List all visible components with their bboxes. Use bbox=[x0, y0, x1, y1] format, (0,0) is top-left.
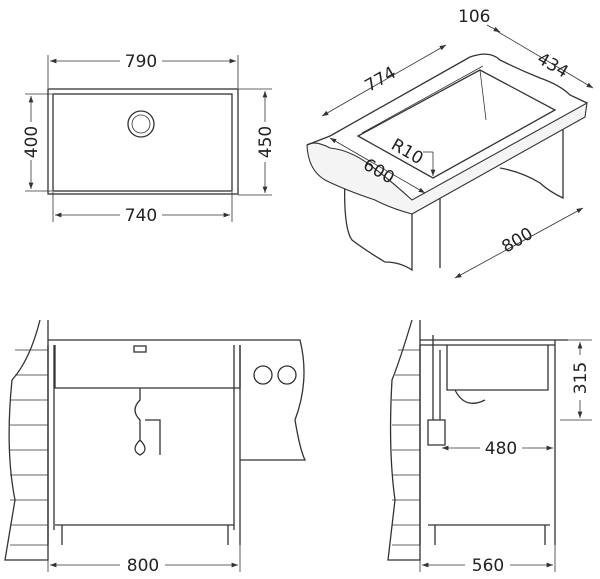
dim-800-front: 800 bbox=[127, 556, 159, 576]
isometric-view: 774 434 106 R10 600 800 bbox=[306, 7, 594, 279]
drain-icon bbox=[127, 110, 155, 138]
dim-560: 560 bbox=[472, 556, 504, 576]
dim-315: 315 bbox=[571, 362, 591, 394]
top-view: 790 740 400 450 bbox=[22, 52, 276, 226]
dim-450: 450 bbox=[256, 126, 276, 158]
dim-800-iso: 800 bbox=[498, 224, 536, 258]
sink-outer-outline bbox=[47, 88, 239, 195]
sink-bowl-side bbox=[446, 345, 549, 391]
dim-106: 106 bbox=[458, 7, 490, 27]
sink-bowl-front bbox=[54, 345, 241, 389]
front-view: 800 bbox=[4, 319, 307, 576]
dim-774: 774 bbox=[361, 63, 399, 97]
dim-790: 790 bbox=[125, 52, 157, 72]
dim-480: 480 bbox=[485, 439, 517, 459]
sink-bowl-outline bbox=[52, 93, 233, 192]
dim-400: 400 bbox=[22, 126, 42, 158]
side-view: 315 480 560 bbox=[387, 319, 592, 576]
dim-740: 740 bbox=[125, 206, 157, 226]
